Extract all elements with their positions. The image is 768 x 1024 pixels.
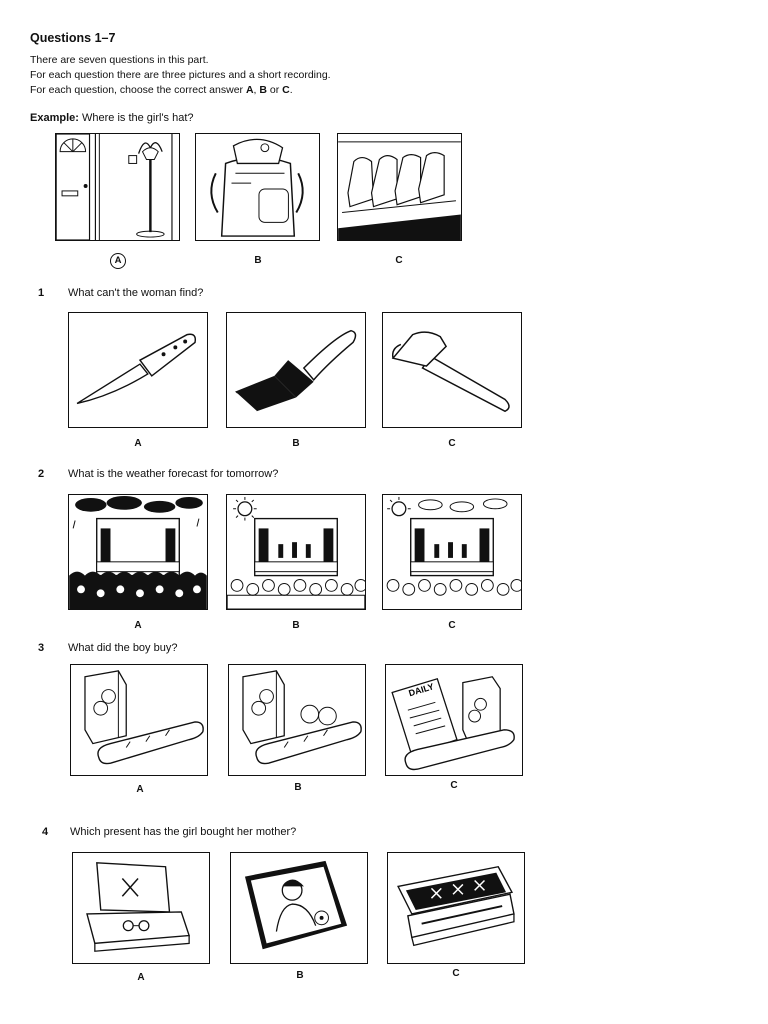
glasses-case-illustration [86, 862, 191, 952]
question-4-picture-c[interactable] [387, 852, 525, 964]
paintbrush-illustration [235, 329, 357, 412]
hammer-illustration [391, 331, 510, 413]
question-1-option-a[interactable]: A [134, 438, 142, 449]
example-question: Example: Where is the girl's hat? [30, 112, 194, 124]
sunny-cloudy-concert-illustration [386, 496, 521, 596]
question-2-option-b[interactable]: B [292, 620, 300, 631]
cd-album-illustration [244, 860, 348, 950]
rainy-concert-illustration [69, 495, 207, 609]
question-3-number: 3 [38, 642, 45, 654]
example-picture-a[interactable] [55, 133, 180, 241]
question-2-number: 2 [38, 468, 45, 480]
instruction-line-1: There are seven questions in this part. [30, 54, 209, 66]
question-1-option-b[interactable]: B [292, 438, 300, 449]
backpack-with-cap-illustration [210, 138, 304, 237]
question-3-option-b[interactable]: B [294, 782, 302, 793]
question-2-option-a[interactable]: A [134, 620, 142, 631]
question-1-picture-a[interactable] [68, 312, 208, 428]
question-2-text: What is the weather forecast for tomorro… [68, 468, 279, 480]
instruction-line-3: For each question, choose the correct an… [30, 84, 293, 96]
pen-case-illustration [397, 865, 515, 947]
question-2-option-c[interactable]: C [448, 620, 456, 631]
page-title: Questions 1–7 [30, 31, 116, 45]
instruction-line-2: For each question there are three pictur… [30, 69, 331, 81]
question-3-picture-b[interactable] [228, 664, 366, 776]
question-1-number: 1 [38, 287, 45, 299]
question-2-picture-c[interactable] [382, 494, 522, 610]
question-3-picture-a[interactable] [70, 664, 208, 776]
question-1-picture-b[interactable] [226, 312, 366, 428]
example-option-b[interactable]: B [254, 255, 262, 266]
question-4-picture-a[interactable] [72, 852, 210, 964]
juice-bread-tomatoes-illustration [242, 670, 362, 765]
question-2-picture-b[interactable] [226, 494, 366, 610]
example-option-a-circled[interactable]: A [110, 253, 126, 269]
question-4-option-b[interactable]: B [296, 970, 304, 981]
newspaper-juice-bread-illustration: DAILY [391, 676, 515, 771]
question-1-option-c[interactable]: C [448, 438, 456, 449]
question-1-picture-c[interactable] [382, 312, 522, 428]
example-picture-b[interactable] [195, 133, 320, 241]
question-3-option-a[interactable]: A [136, 784, 144, 795]
question-3-picture-c[interactable]: DAILY [385, 664, 523, 776]
knife-illustration [76, 333, 197, 405]
bus-seats-illustration [338, 141, 461, 240]
door-coat-stand-illustration [56, 134, 173, 240]
example-option-c[interactable]: C [395, 255, 403, 266]
question-4-picture-b[interactable] [230, 852, 368, 964]
question-3-option-c[interactable]: C [450, 780, 458, 791]
question-4-number: 4 [42, 826, 49, 838]
sunny-concert-illustration [227, 496, 365, 609]
question-4-option-a[interactable]: A [137, 972, 145, 983]
question-4-option-c[interactable]: C [452, 968, 460, 979]
question-4-text: Which present has the girl bought her mo… [70, 826, 297, 838]
juice-carton-and-bread-illustration [84, 670, 204, 765]
example-picture-c[interactable] [337, 133, 462, 241]
question-1-text: What can't the woman find? [68, 287, 204, 299]
question-2-picture-a[interactable] [68, 494, 208, 610]
question-3-text: What did the boy buy? [68, 642, 178, 654]
